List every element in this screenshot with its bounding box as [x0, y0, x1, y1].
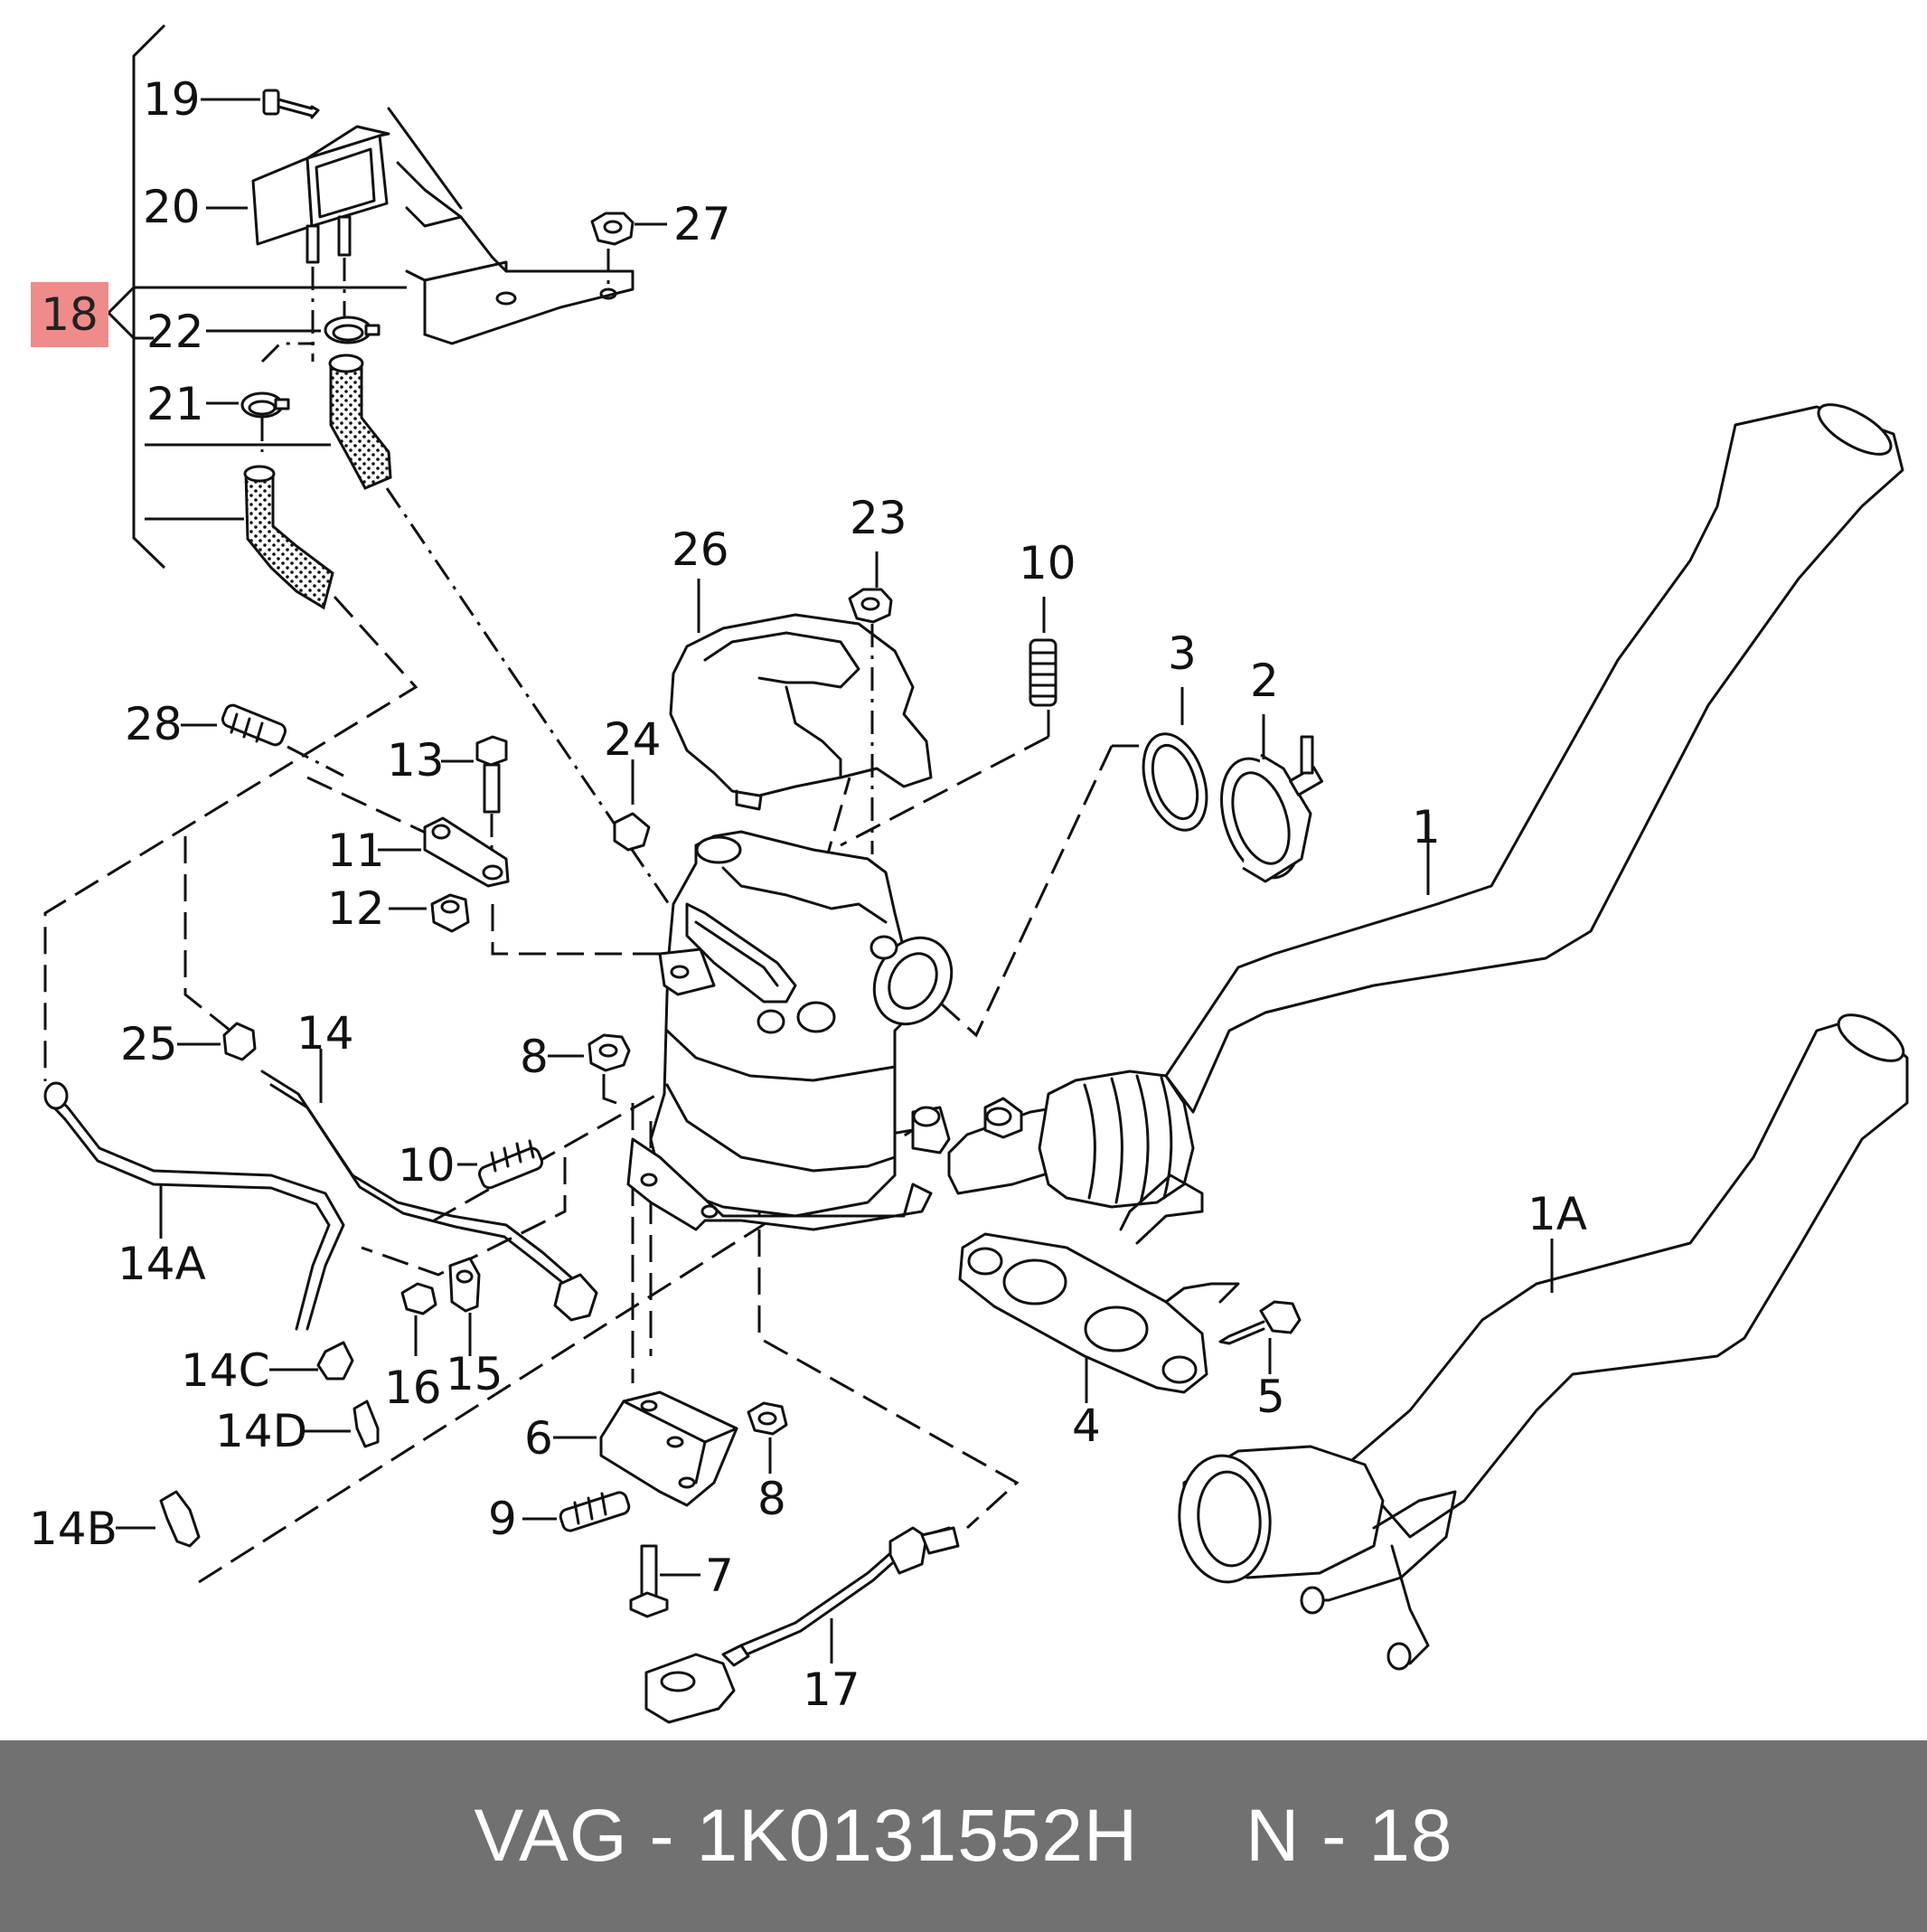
callout-14B: 14B: [29, 1503, 118, 1555]
callout-13: 13: [387, 734, 445, 787]
callout-9: 9: [488, 1493, 517, 1545]
heat-shield-26: [669, 579, 933, 811]
callout-16: 16: [384, 1362, 442, 1414]
callout-21: 21: [146, 378, 204, 430]
bolt-13: [441, 735, 508, 859]
group-bracket-18: [107, 24, 407, 570]
callout-24: 24: [604, 713, 662, 766]
mounting-bracket-6: [553, 1390, 738, 1507]
pipe-14: [260, 1049, 598, 1322]
callout-3: 3: [1168, 627, 1197, 680]
pipe-1A: [1178, 1013, 1909, 1671]
callout-1: 1: [1412, 801, 1441, 853]
callout-22: 22: [146, 306, 204, 358]
highlighted-callout-background: [31, 282, 108, 347]
callout-8-middle: 8: [520, 1031, 549, 1083]
connector-14D: [304, 1400, 380, 1448]
flex-pipe: [947, 403, 1904, 1209]
hose-lower: [145, 465, 334, 610]
bolt-19: [201, 89, 320, 119]
hose-clamp-21: [206, 342, 315, 452]
clip-25: [177, 1022, 257, 1061]
callout-18-highlighted: 18: [41, 288, 99, 341]
callout-17: 17: [803, 1663, 860, 1716]
callout-2: 2: [1250, 655, 1279, 707]
callout-6: 6: [524, 1412, 553, 1465]
nut-23: [848, 551, 893, 854]
callout-8-lower: 8: [757, 1473, 786, 1525]
pressure-sensor-20: [206, 125, 390, 362]
stud-28: [181, 703, 344, 778]
callout-7: 7: [705, 1550, 734, 1602]
stud-10-lower: [457, 1139, 544, 1190]
v-band-clamp-2: [1220, 714, 1323, 883]
exploded-parts-diagram: 19 20 27 22 21 23 26 10 3 2 28 24 13 1 1…: [29, 24, 1909, 1724]
stud-9: [522, 1491, 631, 1532]
bracket-11: [378, 816, 510, 888]
nut-12: [389, 893, 470, 933]
callout-10-upper: 10: [1019, 537, 1076, 589]
callout-5: 5: [1256, 1371, 1285, 1423]
nut-8-lower: [747, 1401, 788, 1474]
callout-14A: 14A: [118, 1238, 206, 1290]
hose-clamp-22: [206, 316, 381, 344]
part-number-text: VAG - 1K0131552H N - 18: [474, 1795, 1453, 1877]
nut-8-middle: [548, 1033, 631, 1105]
callout-27: 27: [673, 198, 731, 250]
callout-15: 15: [446, 1348, 503, 1400]
connection-lines: [43, 487, 1152, 1584]
nut-27: [590, 212, 667, 287]
callout-10-lower: 10: [398, 1139, 456, 1192]
nut-16: [400, 1282, 437, 1356]
bracket-15: [448, 1257, 481, 1356]
pipe-14A: [43, 1081, 345, 1331]
callout-20: 20: [143, 181, 201, 233]
callout-19: 19: [143, 73, 201, 126]
stud-10-upper: [1029, 597, 1058, 707]
sensor-bracket: [387, 107, 634, 345]
callout-14D: 14D: [215, 1405, 307, 1457]
callout-12: 12: [327, 882, 385, 935]
screw-5: [1218, 1300, 1302, 1374]
part-number-footer: VAG - 1K0131552H N - 18: [0, 1740, 1927, 1932]
callout-14: 14: [296, 1007, 354, 1060]
hose-upper: [145, 353, 392, 490]
callout-labels: 19 20 27 22 21 23 26 10 3 2 28 24 13 1 1…: [29, 73, 1587, 1716]
callout-28: 28: [125, 698, 183, 750]
gasket-ring-3: [1142, 687, 1208, 832]
callout-25: 25: [120, 1018, 178, 1070]
gasket-4: [958, 1173, 1240, 1403]
callout-14C: 14C: [181, 1344, 270, 1397]
callout-4: 4: [1072, 1400, 1101, 1452]
plug-14C: [269, 1341, 354, 1381]
bolt-7: [629, 1544, 700, 1618]
callout-26: 26: [672, 523, 729, 576]
temperature-sensor-17: [644, 1526, 960, 1724]
callout-1A: 1A: [1528, 1188, 1587, 1240]
callout-23: 23: [850, 492, 907, 544]
particulate-filter: [626, 830, 954, 1231]
callout-11: 11: [327, 825, 385, 877]
clip-24: [613, 759, 651, 852]
union-14B: [116, 1490, 201, 1548]
